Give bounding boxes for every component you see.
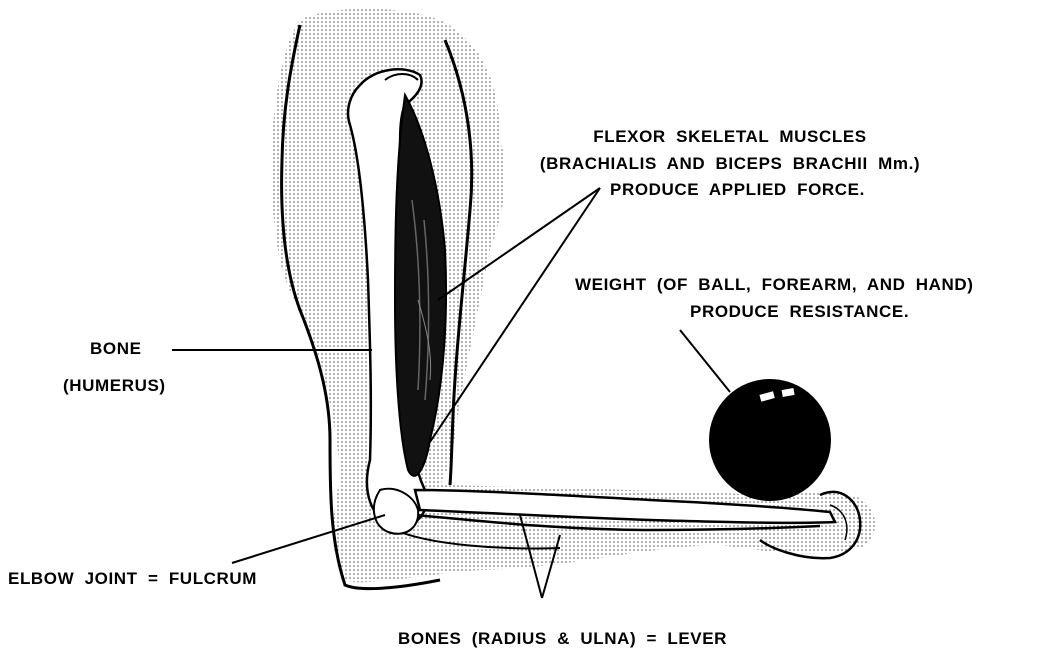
- leader-weight: [680, 330, 730, 392]
- label-flexor-line3: PRODUCE APPLIED FORCE.: [610, 178, 865, 202]
- label-flexor-line2: (BRACHIALIS AND BICEPS BRACHII Mm.): [530, 152, 930, 176]
- label-bones-lever: BONES (RADIUS & ULNA) = LEVER: [398, 627, 727, 651]
- label-weight-line2: PRODUCE RESISTANCE.: [690, 300, 909, 324]
- label-flexor-line1: FLEXOR SKELETAL MUSCLES: [570, 125, 890, 149]
- label-bone: BONE: [90, 337, 142, 361]
- label-weight-line1: WEIGHT (OF BALL, FOREARM, AND HAND): [575, 273, 974, 297]
- label-humerus: (HUMERUS): [63, 374, 166, 398]
- label-elbow-fulcrum: ELBOW JOINT = FULCRUM: [8, 567, 257, 591]
